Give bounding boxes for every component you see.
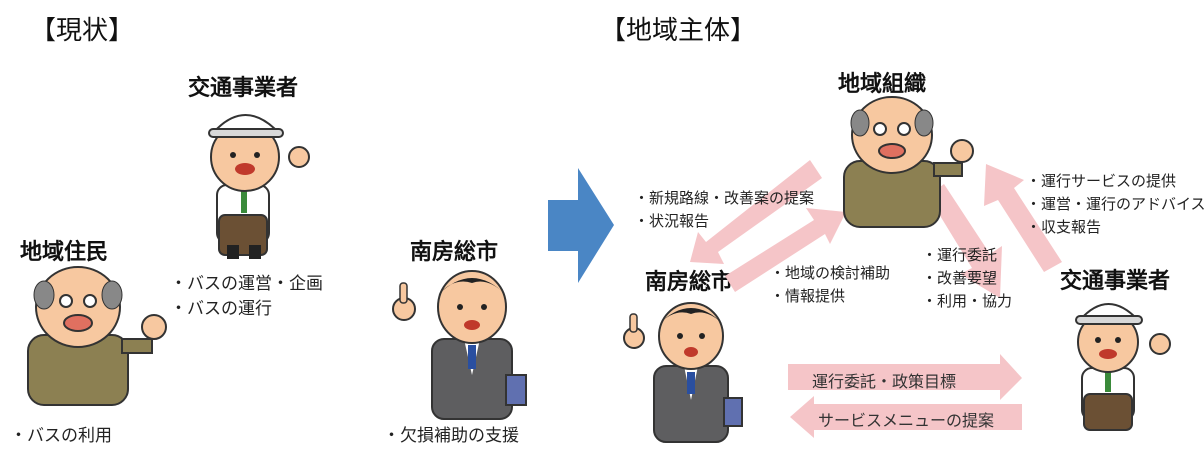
flow-arrow-city-to-operator [788,354,1022,400]
future-city-title: 南房総市 [645,270,734,295]
operator-character [208,114,310,259]
current-operator-notes: ・バスの運営・企画 ・バスの運行 [170,272,323,322]
transition-arrow [548,168,614,283]
label-city-to-operator: 運行委託・政策目標 [812,372,957,391]
future-operator-character [1075,303,1171,431]
current-city-notes: ・欠損補助の支援 [383,424,519,449]
current-residents-notes: ・バスの利用 [10,424,112,449]
current-city-title: 南房総市 [410,240,499,265]
current-residents-title: 地域住民 [20,240,109,265]
future-org-character [843,96,974,228]
flow-arrow-operator-to-city [790,396,1022,438]
note-line: ・情報提供 [770,287,846,305]
future-org-title: 地域組織 [838,72,927,97]
notes-city-to-org: ・地域の検討補助 ・情報提供 [770,262,890,308]
future-city-character [623,302,743,443]
resident-character [27,266,167,406]
note-line: ・状況報告 [634,212,710,230]
flow-arrow-org-to-city [690,160,822,264]
note-line: ・運行委託 [922,246,998,264]
note-line: ・運行サービスの提供 [1026,172,1177,190]
note-line: ・利用・協力 [922,292,1013,310]
city-official-character [392,270,527,420]
flow-arrow-org-to-operator [928,184,1002,298]
note-line: ・欠損補助の支援 [383,426,519,446]
current-header: 【現状】 [30,16,135,46]
note-line: ・バスの運営・企画 [170,274,323,294]
current-operator-title: 交通事業者 [188,76,299,101]
note-line: ・地域の検討補助 [770,264,891,282]
note-line: ・バスの利用 [10,426,112,446]
note-line: ・改善要望 [922,269,998,287]
future-operator-title: 交通事業者 [1060,269,1171,294]
notes-operator-to-org: ・運行サービスの提供 ・運営・運行のアドバイス ・収支報告 [1026,170,1204,239]
future-header: 【地域主体】 [600,16,757,46]
notes-org-to-city: ・新規路線・改善案の提案 ・状況報告 [634,187,814,233]
notes-org-to-operator: ・運行委託 ・改善要望 ・利用・協力 [922,244,1012,313]
note-line: ・収支報告 [1026,218,1102,236]
label-operator-to-city: サービスメニューの提案 [818,411,995,430]
flow-arrow-operator-to-org [984,164,1062,272]
note-line: ・バスの運行 [170,299,272,319]
flow-arrow-city-to-org [725,208,846,292]
note-line: ・運営・運行のアドバイス [1026,195,1204,213]
note-line: ・新規路線・改善案の提案 [634,189,815,207]
flow-arrows [690,160,1062,438]
